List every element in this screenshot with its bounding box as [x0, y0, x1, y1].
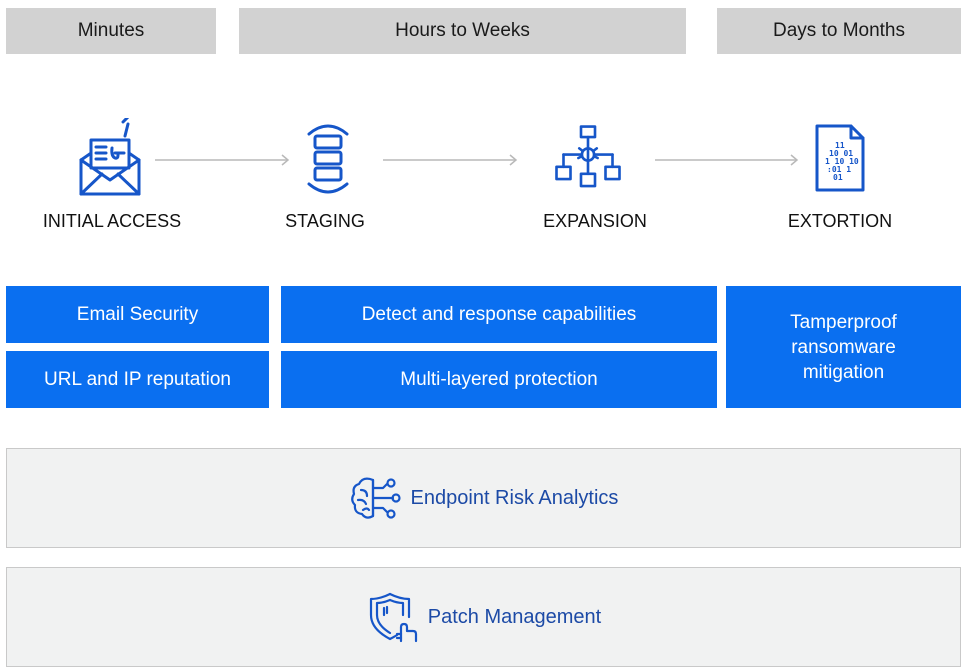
stage-label-staging: STAGING — [285, 210, 365, 231]
capability-label: ransomware — [791, 336, 896, 358]
stage-label-extortion: EXTORTION — [787, 210, 893, 231]
svg-text:1 10 10: 1 10 10 — [825, 157, 859, 166]
shield-hand-icon — [366, 591, 418, 643]
flow-arrow — [155, 150, 291, 170]
phase-hours-to-weeks: Hours to Weeks — [239, 8, 686, 54]
capability-email-security: Email Security — [6, 286, 269, 343]
network-spread-icon — [553, 118, 623, 198]
database-stack-icon — [293, 118, 363, 198]
capability-label: Email Security — [76, 304, 199, 325]
capability-label: URL and IP reputation — [44, 369, 231, 390]
capability-multi-layered: Multi-layered protection — [281, 351, 717, 408]
capability-tamperproof: Tamperproof ransomware mitigation — [726, 286, 961, 408]
capability-label: Tamperproof — [790, 311, 897, 333]
phase-label: Days to Months — [773, 20, 905, 41]
phase-label: Hours to Weeks — [395, 20, 530, 41]
flow-arrow — [383, 150, 519, 170]
stage-label-expansion: EXPANSION — [543, 210, 647, 231]
svg-text:10 01: 10 01 — [829, 149, 853, 158]
tool-label: Patch Management — [427, 605, 602, 628]
capability-url-ip-reputation: URL and IP reputation — [6, 351, 269, 408]
phase-label: Minutes — [77, 20, 145, 41]
capability-label: Multi-layered protection — [400, 369, 598, 390]
phishing-email-icon — [75, 118, 145, 198]
stage-label-initial-access: INITIAL ACCESS — [42, 210, 182, 231]
phase-days-to-months: Days to Months — [717, 8, 961, 54]
svg-text:01: 01 — [833, 173, 843, 182]
capability-label: Detect and response capabilities — [361, 304, 637, 325]
tool-panel-patch-management: Patch Management — [6, 567, 961, 667]
capability-label: mitigation — [802, 361, 885, 383]
svg-text::01 1: :01 1 — [827, 165, 851, 174]
tool-panel-endpoint-risk: Endpoint Risk Analytics — [6, 448, 961, 548]
ai-brain-icon — [349, 472, 401, 524]
encrypted-file-icon: 11 10 01 1 10 10 :01 1 01 — [803, 118, 873, 198]
capability-detect-response: Detect and response capabilities — [281, 286, 717, 343]
phase-minutes: Minutes — [6, 8, 216, 54]
flow-arrow — [655, 150, 800, 170]
tool-label: Endpoint Risk Analytics — [410, 486, 619, 509]
svg-text:11: 11 — [835, 141, 845, 150]
